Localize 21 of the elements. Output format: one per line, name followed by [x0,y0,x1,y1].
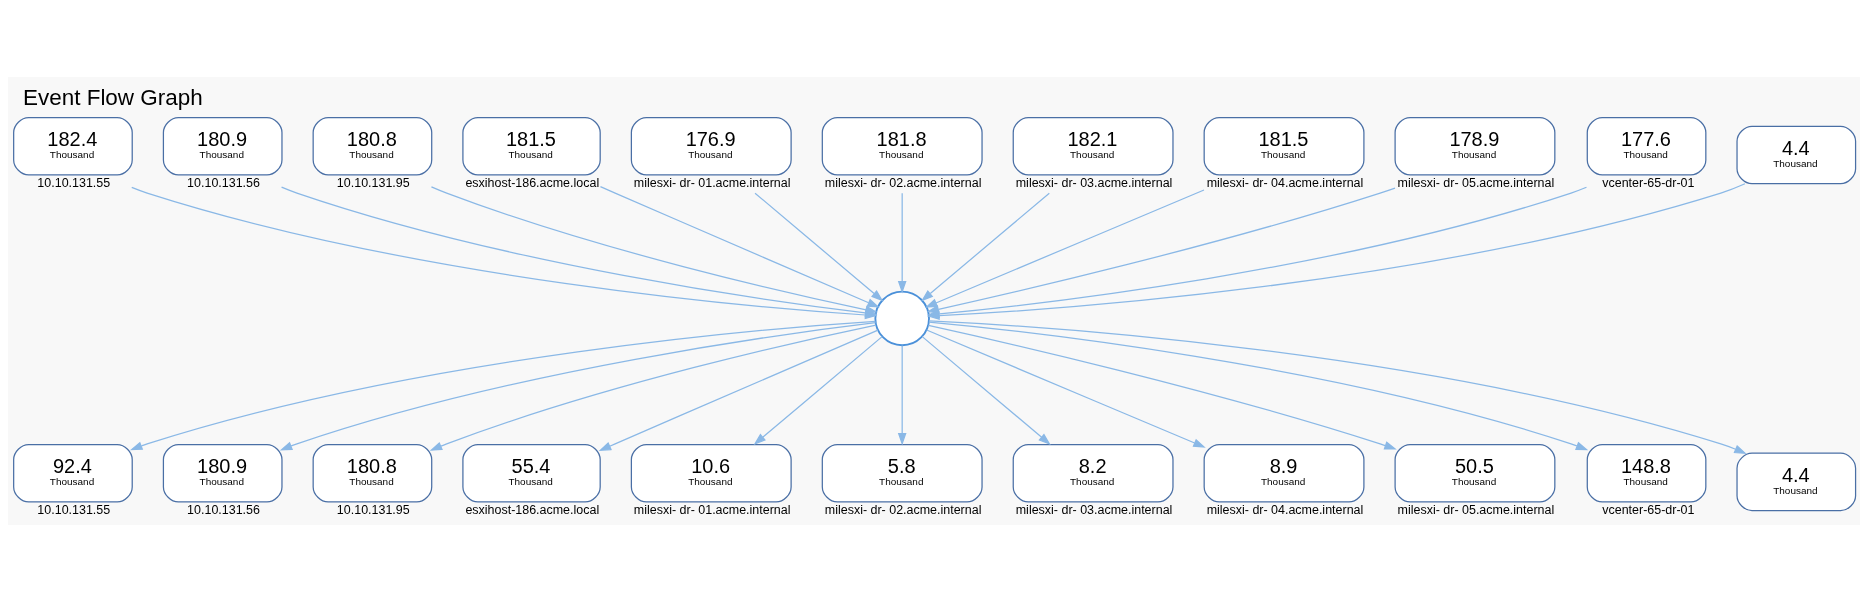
node-label: esxihost-186.acme.local [465,176,600,191]
node-label: 10.10.131.95 [336,176,410,191]
node-label: esxihost-186.acme.local [465,503,600,518]
node-label: milesxi- dr- 02.acme.internal [824,503,982,518]
node-label: milesxi- dr- 03.acme.internal [1015,176,1173,191]
node-label: milesxi- dr- 04.acme.internal [1206,176,1364,191]
node-label: 10.10.131.55 [37,503,111,518]
node-label: vcenter-65-dr-01 [1602,503,1695,518]
node-label: milesxi- dr- 05.acme.internal [1397,176,1555,191]
node-label: milesxi- dr- 01.acme.internal [633,176,791,191]
node-label: milesxi- dr- 01.acme.internal [633,503,791,518]
node-label: 10.10.131.56 [187,176,260,191]
node-label: milesxi- dr- 03.acme.internal [1015,503,1173,518]
node-label: 10.10.131.95 [336,503,410,518]
node-label: 10.10.131.55 [37,176,111,191]
diagram-title: Event Flow Graph [23,84,203,110]
node-label: 10.10.131.56 [187,503,260,518]
node-label: milesxi- dr- 02.acme.internal [824,176,982,191]
node-label: vcenter-65-dr-01 [1602,176,1695,191]
node-label: milesxi- dr- 05.acme.internal [1397,503,1555,518]
node-label: milesxi- dr- 04.acme.internal [1206,503,1364,518]
